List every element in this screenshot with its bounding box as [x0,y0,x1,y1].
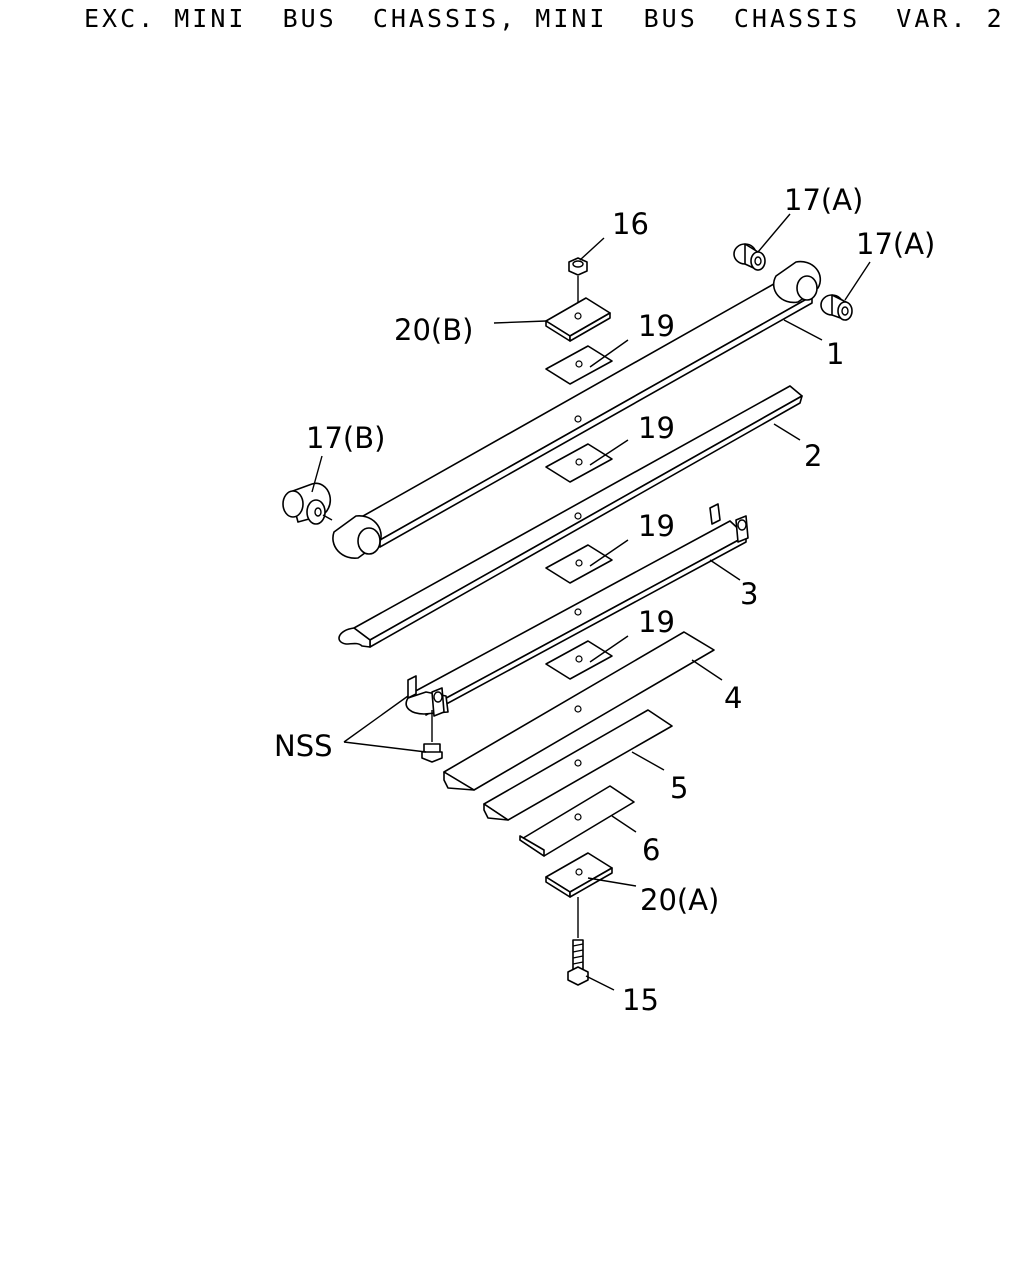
callout-4: 4 [724,681,742,715]
callout-17a-right: 17(A) [856,227,935,261]
callout-15: 15 [622,983,659,1017]
callout-nss: NSS [274,729,333,763]
callout-17b: 17(B) [306,421,385,455]
bushing-part-17b [282,482,333,525]
callout-3: 3 [740,577,758,611]
callout-19-a: 19 [638,309,675,343]
callout-17a-top: 17(A) [784,183,863,217]
pad-part-19-a [545,345,613,385]
callout-19-b: 19 [638,411,675,445]
page-title: EXC. MINI BUS CHASSIS, MINI BUS CHASSIS … [84,4,1005,33]
bolt-part-15 [567,897,589,986]
callout-5: 5 [670,771,688,805]
third-leaf-part-3 [405,503,749,717]
nut-part-16 [568,257,588,304]
callout-2: 2 [804,439,822,473]
leader-lines [311,213,871,991]
sixth-leaf-part-6 [519,785,635,857]
fifth-leaf-part-5 [483,709,673,821]
callout-6: 6 [642,833,660,867]
callout-20a: 20(A) [640,883,719,917]
fourth-leaf-part-4 [443,631,715,791]
plate-part-20a [545,852,613,898]
main-leaf-part-1 [332,260,822,559]
callout-1: 1 [826,337,844,371]
pad-part-19-d [545,640,613,680]
callout-19-c: 19 [638,509,675,543]
second-leaf-part-2 [338,385,803,648]
pad-part-19-c [545,544,613,584]
bolt-nss [421,710,443,763]
pad-part-19-b [545,443,613,483]
callout-19-d: 19 [638,605,675,639]
callout-20b: 20(B) [394,313,473,347]
bushing-part-17a-right [820,294,853,321]
plate-part-20b [545,297,611,342]
bushing-part-17a-top [733,243,766,271]
callout-16: 16 [612,207,649,241]
